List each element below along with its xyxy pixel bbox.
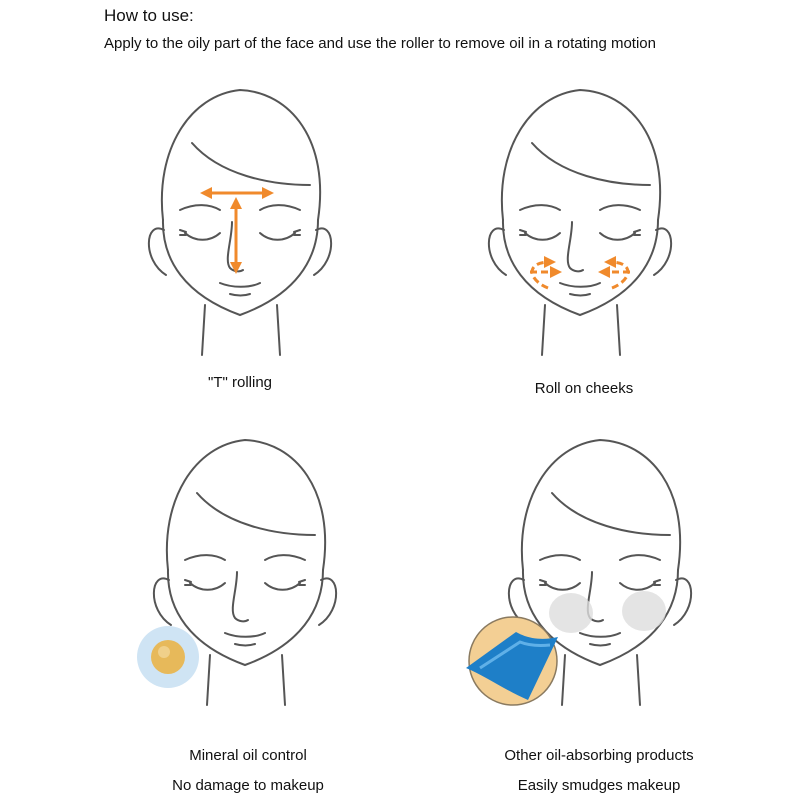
- roller-ball-icon: [137, 626, 199, 688]
- face-roll-cheeks: [487, 89, 673, 356]
- face-mineral-oil-control: [137, 439, 338, 706]
- caption-other-products: Other oil-absorbing products: [504, 747, 694, 764]
- smudge-right: [622, 591, 666, 631]
- caption-no-damage: No damage to makeup: [172, 777, 324, 794]
- caption-roll-cheeks: Roll on cheeks: [534, 380, 634, 397]
- how-to-use-title: How to use:: [104, 6, 194, 25]
- caption-t-rolling: "T" rolling: [208, 374, 272, 391]
- blotting-sheet-icon: [466, 616, 558, 706]
- caption-smudges: Easily smudges makeup: [517, 777, 681, 794]
- instruction-text: Apply to the oily part of the face and u…: [104, 35, 656, 52]
- smudge-left: [549, 593, 593, 633]
- t-arrows-icon: [200, 187, 274, 274]
- face-t-rolling: [147, 89, 333, 356]
- cheek-arrows-icon: [530, 256, 630, 290]
- caption-mineral-oil: Mineral oil control: [189, 747, 307, 764]
- face-other-products: [466, 439, 693, 706]
